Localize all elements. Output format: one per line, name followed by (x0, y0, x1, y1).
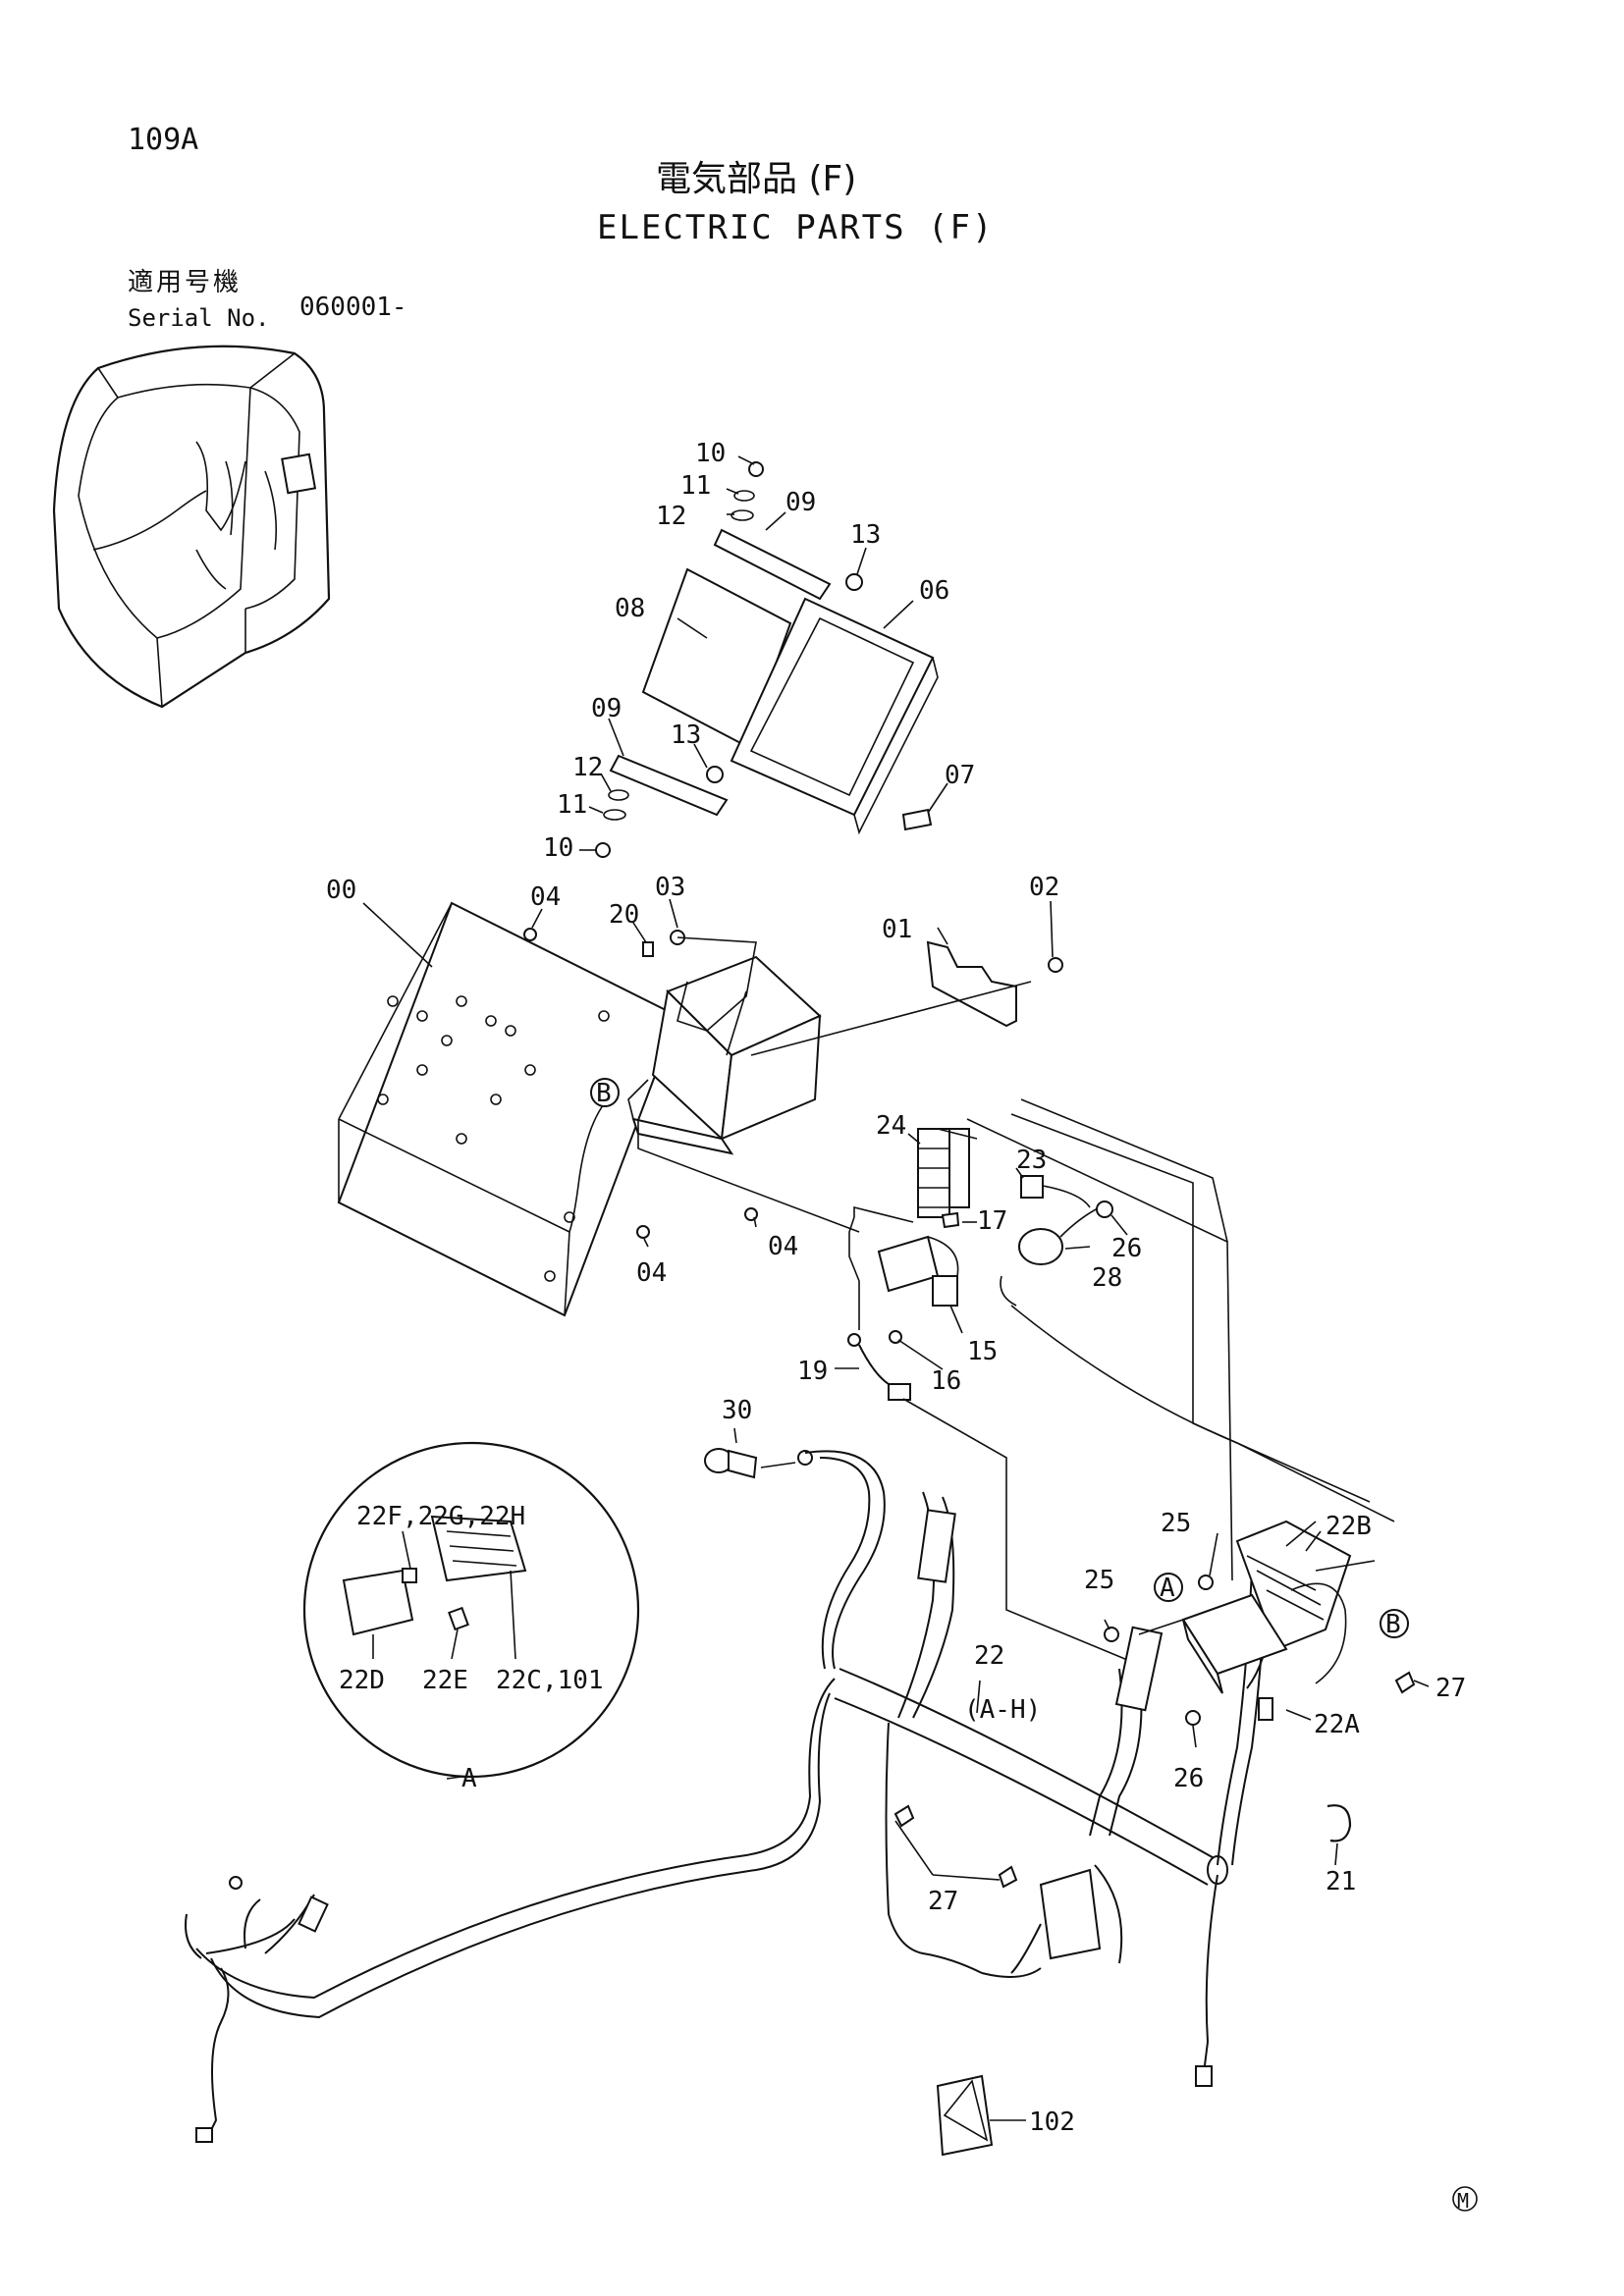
callout-22a: 22A (1314, 1710, 1360, 1739)
fuse-relay-box (894, 1520, 1430, 1881)
mark-symbol: M (1457, 2189, 1469, 2213)
callout-07: 07 (945, 761, 975, 790)
callout-labels: 10 11 12 09 13 08 06 09 13 07 12 11 10 0… (326, 439, 1466, 2137)
callout-17: 17 (977, 1206, 1007, 1236)
ref-b-marker-2 (1380, 1609, 1409, 1638)
ref-b-label-2: B (1385, 1610, 1401, 1639)
callout-15: 15 (967, 1337, 998, 1366)
callout-04-top: 04 (530, 882, 561, 912)
detail-a-circle (302, 1441, 640, 1780)
callout-102: 102 (1029, 2108, 1075, 2137)
callout-11-upper: 11 (680, 471, 711, 501)
callout-25-upper: 25 (1161, 1509, 1191, 1538)
detail-a-caption: A (461, 1764, 477, 1793)
part-30-switch (704, 1427, 813, 1479)
ref-a-marker (1154, 1573, 1183, 1602)
callout-23: 23 (1016, 1146, 1047, 1175)
callout-22fgh: 22F,22G,22H (356, 1502, 525, 1531)
cab-location-thumbnail (52, 345, 331, 709)
callout-12-lower: 12 (572, 753, 603, 782)
callout-22c-101: 22C,101 (496, 1666, 604, 1695)
mark-circle (1452, 2186, 1478, 2212)
ref-b-label-1: B (596, 1079, 612, 1108)
callout-13-lower: 13 (671, 721, 701, 750)
callout-27-lower: 27 (928, 1887, 958, 1916)
plate-bolt-holes (377, 995, 610, 1282)
controller-assembly (579, 455, 948, 858)
callout-21: 21 (1326, 1867, 1356, 1896)
callout-08: 08 (615, 594, 645, 623)
callout-04-lower: 04 (636, 1258, 667, 1288)
relay-connector-group (637, 1098, 1395, 1670)
ref-a-label: A (1160, 1574, 1175, 1603)
callout-22-range: (A-H) (964, 1695, 1041, 1725)
callout-30: 30 (722, 1396, 752, 1425)
callout-22d: 22D (339, 1666, 385, 1695)
part-102-holder (936, 2074, 1026, 2157)
callout-20: 20 (609, 900, 639, 930)
serial-label-japanese: 適用号機 (128, 268, 243, 297)
callout-10-upper: 10 (695, 439, 726, 468)
main-wiring-harness (185, 1450, 1416, 2143)
part-09-lower-bracket (609, 754, 729, 817)
callout-24: 24 (876, 1111, 906, 1141)
callout-22: 22 (974, 1641, 1004, 1671)
page-number: 109A (128, 123, 199, 157)
callout-11-lower: 11 (557, 790, 587, 820)
callout-09-lower: 09 (591, 694, 622, 723)
callout-00: 00 (326, 876, 356, 905)
title-english: ELECTRIC PARTS (F) (597, 208, 995, 247)
callout-06: 06 (919, 576, 949, 606)
callout-09-upper: 09 (785, 488, 816, 517)
callout-28: 28 (1092, 1263, 1122, 1293)
callout-16: 16 (931, 1366, 961, 1396)
callout-22b: 22B (1326, 1512, 1372, 1541)
callout-22e: 22E (422, 1666, 468, 1695)
part-01-bracket (926, 940, 1017, 1028)
serial-number-value: 060001- (299, 293, 407, 322)
callout-03: 03 (655, 873, 685, 902)
callout-01: 01 (882, 915, 912, 944)
callout-02: 02 (1029, 873, 1059, 902)
callout-25-lower: 25 (1084, 1566, 1114, 1595)
serial-label-english: Serial No. (128, 304, 270, 332)
callout-04-middle: 04 (768, 1232, 798, 1261)
callout-26-lower: 26 (1173, 1764, 1204, 1793)
part-00-plate (337, 901, 679, 1317)
callout-27-right: 27 (1435, 1674, 1466, 1703)
ref-b-marker-1 (590, 1078, 620, 1107)
callout-13-upper: 13 (850, 520, 881, 550)
callout-10-lower: 10 (543, 833, 573, 863)
callout-19: 19 (797, 1357, 828, 1386)
callout-12-upper: 12 (656, 502, 686, 531)
mounting-plate-assembly (337, 898, 1063, 1317)
title-japanese: 電気部品 (F) (656, 159, 857, 199)
callout-26-upper: 26 (1111, 1234, 1142, 1263)
part-09-upper-bracket (713, 528, 832, 601)
